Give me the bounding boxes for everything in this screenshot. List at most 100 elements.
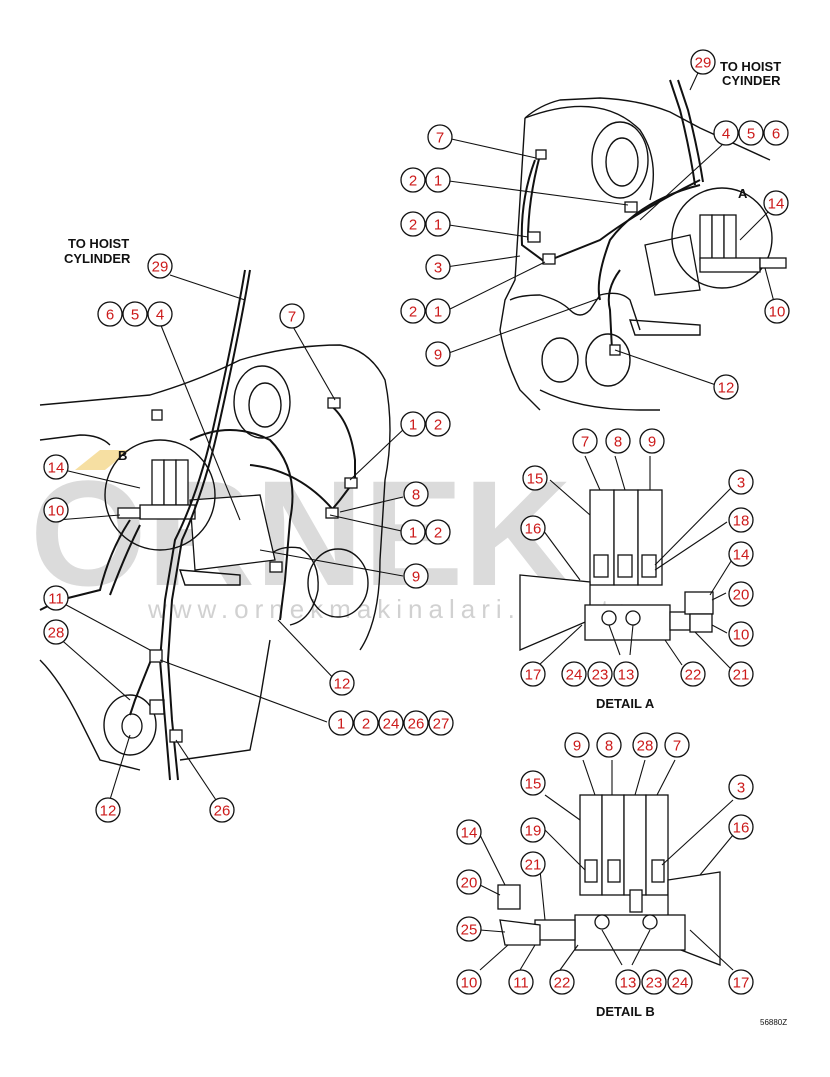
leader-db-28 (634, 759, 646, 796)
leader-14-left (63, 469, 141, 489)
cylinder-pin (103, 694, 157, 756)
callout-circle (728, 661, 754, 687)
callout-3: 3 (728, 774, 754, 800)
callout-number: 28 (48, 625, 65, 642)
hose-main-a (158, 269, 246, 781)
detail-a-port-2 (625, 610, 641, 626)
valve-a-2 (711, 214, 725, 261)
lower-bracket (509, 292, 641, 331)
pin-block (149, 699, 165, 715)
callout-number: 16 (733, 820, 750, 837)
fitting-m-7 (169, 729, 183, 743)
callout-number: 4 (156, 307, 164, 324)
callout-number: 26 (408, 716, 425, 733)
callout-number: 21 (525, 857, 542, 874)
callout-circle (728, 507, 754, 533)
leader-29-left (169, 274, 246, 301)
callout-number: 24 (672, 975, 689, 992)
detail-b-port-2 (642, 914, 658, 930)
leader-da-18 (654, 521, 728, 571)
hose-top-right-b (527, 154, 541, 241)
callout-number: 2 (409, 173, 417, 190)
leader-1-right-a (448, 180, 629, 206)
callout-14: 14 (43, 454, 69, 480)
detail-b-fit-1 (584, 859, 598, 883)
callout-8: 8 (605, 428, 631, 454)
hose-main-f (39, 519, 131, 611)
callout-number: 24 (566, 667, 583, 684)
callout-circle (605, 428, 631, 454)
leader-da-21 (694, 631, 731, 669)
callout-9: 9 (425, 341, 451, 367)
callout-number: 26 (214, 803, 231, 820)
callout-number: 9 (434, 347, 442, 364)
callout-number: 1 (434, 217, 442, 234)
callout-3: 3 (425, 254, 451, 280)
callout-11: 11 (508, 969, 534, 995)
hose-main-d (329, 404, 356, 513)
callout-circle (43, 454, 69, 480)
callout-9: 9 (403, 563, 429, 589)
leader-da-10 (711, 624, 728, 634)
fitting-m-2 (344, 477, 358, 489)
callout-27: 27 (428, 710, 454, 736)
detail-b-fit-4 (651, 859, 665, 883)
frame-hole-upper-inner (605, 137, 639, 187)
hose-main-g (109, 524, 141, 596)
callout-number: 14 (733, 547, 750, 564)
callout-circle (728, 774, 754, 800)
callout-circle (728, 541, 754, 567)
callout-6: 6 (97, 301, 123, 327)
leader-da-22 (664, 639, 683, 666)
callout-number: 10 (769, 304, 786, 321)
watermark-accent (75, 450, 130, 470)
callout-number: 19 (525, 823, 542, 840)
callout-20: 20 (728, 581, 754, 607)
callout-circle (400, 519, 426, 545)
callout-circle (572, 428, 598, 454)
callout-number: 1 (434, 173, 442, 190)
fitting-tr-3 (624, 201, 638, 213)
detail-a-bracket (519, 574, 591, 651)
callout-number: 7 (436, 130, 444, 147)
callout-number: 2 (434, 525, 442, 542)
callout-8: 8 (596, 732, 622, 758)
callout-number: 8 (614, 434, 622, 451)
detail-b-drawing: DETAIL B 56880Z (479, 759, 787, 1027)
callout-number: 2 (362, 716, 370, 733)
callout-number: 13 (618, 667, 635, 684)
leader-1-left-c (159, 659, 328, 723)
callout-number: 22 (554, 975, 571, 992)
callout-number: 3 (737, 475, 745, 492)
main-lower-plate (179, 569, 241, 586)
fitting-m-1 (327, 397, 341, 409)
leader-da-8 (614, 455, 626, 491)
hose-main-e (249, 464, 336, 513)
main-bracket (269, 546, 319, 626)
callout-number: 10 (48, 503, 65, 520)
callout-8: 8 (403, 481, 429, 507)
leader-db-11 (519, 944, 536, 971)
callout-12: 12 (713, 374, 739, 400)
callout-circle (43, 497, 69, 523)
callout-circle (667, 969, 693, 995)
callout-number: 20 (733, 587, 750, 604)
callout-14: 14 (728, 541, 754, 567)
main-hole-upper (233, 365, 291, 439)
callout-10: 10 (764, 298, 790, 324)
callout-circle (520, 770, 546, 796)
leader-1-left-b (329, 514, 407, 533)
callout-circle (596, 732, 622, 758)
fitting-tr-4 (535, 149, 547, 160)
callout-circle (738, 120, 764, 146)
callout-24: 24 (667, 969, 693, 995)
detail-a-port-1 (601, 610, 617, 626)
callout-circle (728, 814, 754, 840)
leader-db-13a (601, 929, 623, 966)
callout-circle (456, 969, 482, 995)
detail-b-manifold (574, 914, 686, 951)
fitting-m-3 (325, 507, 339, 519)
fitting-tr-1 (527, 231, 541, 243)
callout-number: 1 (409, 417, 417, 434)
callout-circle (713, 374, 739, 400)
